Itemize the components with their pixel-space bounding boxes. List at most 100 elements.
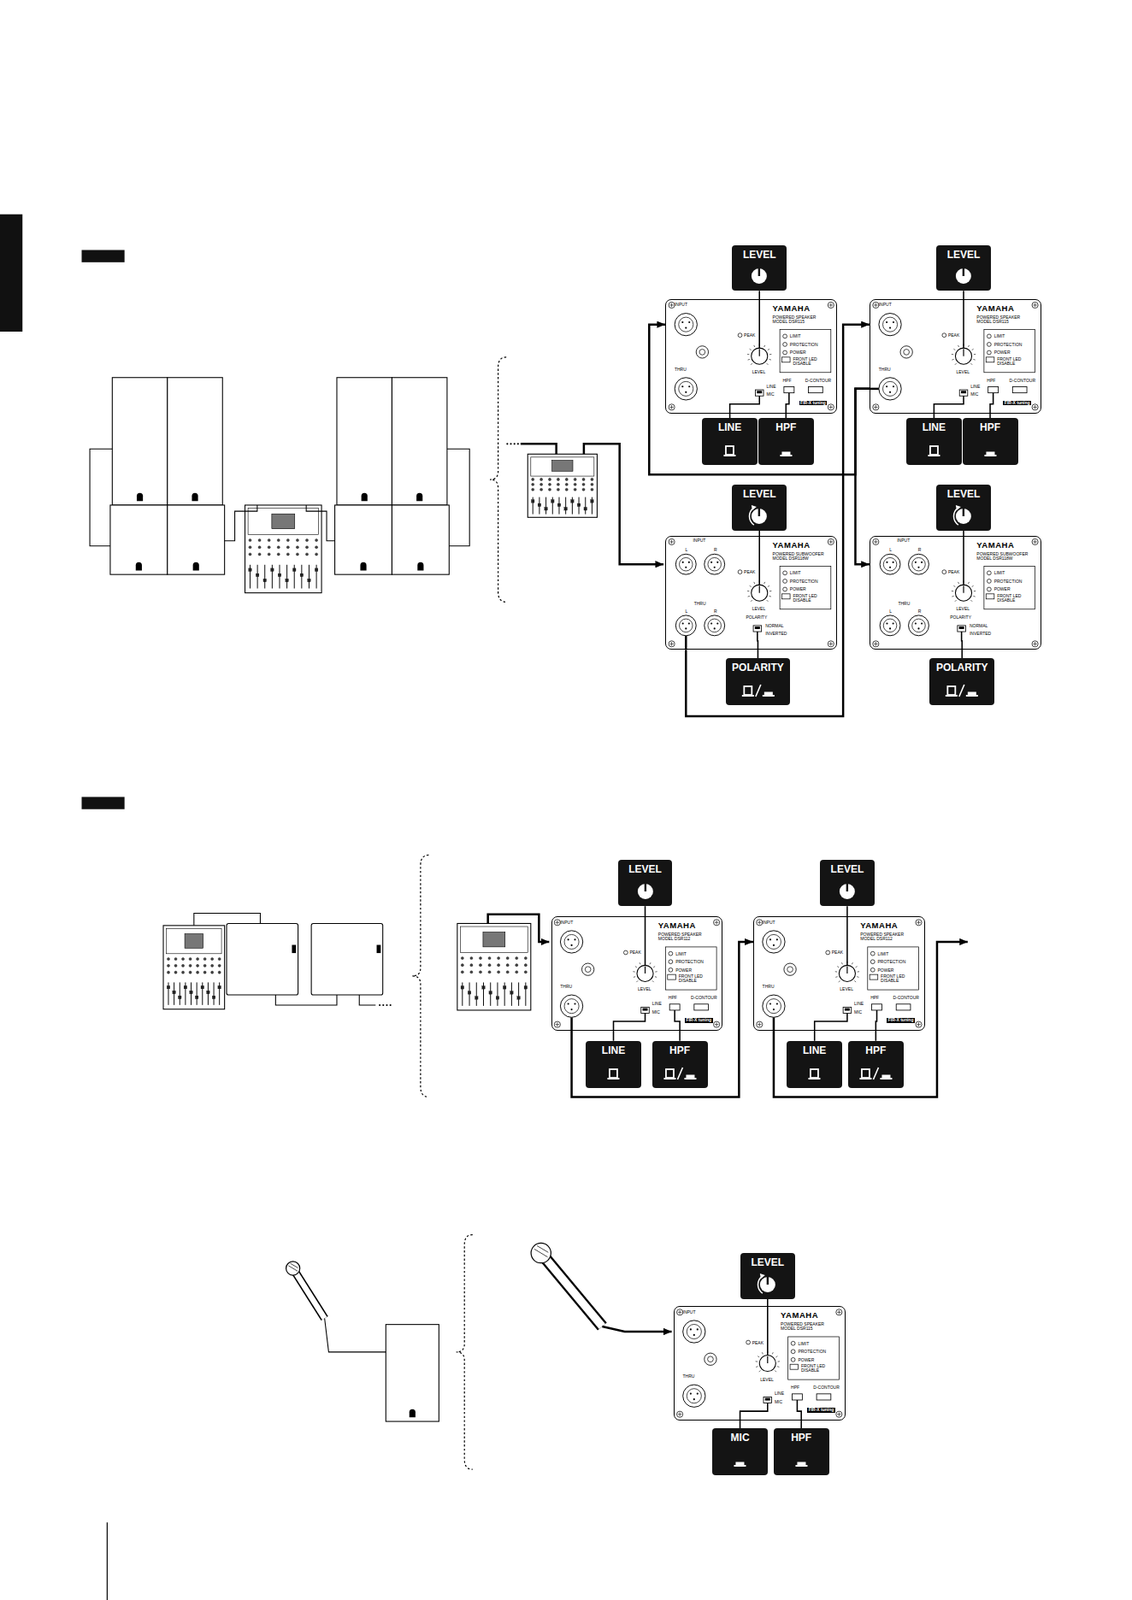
knob-tick [759, 1370, 761, 1373]
screw-slot [830, 303, 832, 308]
xlr-pin [684, 327, 687, 330]
panel-label: POWERED SPEAKER MODEL DSR115 [976, 315, 1034, 325]
speaker-cabinet [335, 505, 393, 575]
mixer-knob [305, 546, 308, 549]
xlr-jack [878, 377, 902, 401]
mixer-knob [286, 546, 289, 549]
mixer-knob [181, 964, 184, 967]
xlr-jack [560, 995, 583, 1018]
panel-label: FIR-X tuning [1002, 400, 1032, 406]
speaker-cabinet [110, 505, 168, 575]
fader-cap [510, 991, 514, 996]
knob-tick [772, 1352, 773, 1355]
phone-jack [704, 1353, 717, 1366]
leader-line [962, 530, 965, 585]
knob-tick [855, 966, 858, 968]
cable [773, 942, 968, 1097]
continuation-dot [389, 1004, 392, 1007]
mixer-screen [184, 934, 203, 950]
xlr-pin [920, 561, 923, 564]
fader-cap [200, 985, 205, 990]
knob-tick [636, 980, 638, 983]
mixer-fader [496, 982, 498, 1006]
xlr-pin [776, 1002, 779, 1005]
knob-pointer [759, 348, 761, 356]
xlr-pin [889, 391, 891, 394]
icon-switch-down [736, 1462, 745, 1467]
xlr-jack [683, 1385, 706, 1408]
knob-tick [972, 359, 975, 361]
cabinet-front [335, 505, 393, 575]
mixer-knob [258, 538, 261, 542]
knob-tick [972, 585, 974, 587]
xlr-jack [560, 931, 583, 954]
panel-label: YAMAHA [772, 541, 811, 550]
leader-line [961, 631, 963, 659]
continuation-dot [382, 1004, 384, 1007]
indicator-led [783, 571, 788, 576]
mixer-knob [470, 956, 473, 960]
panel-label: LEVEL [839, 987, 854, 992]
knob-tick [769, 595, 772, 598]
xlr-jack [879, 554, 901, 575]
mixer-knob [506, 956, 509, 960]
panel-label: POLARITY [746, 615, 768, 620]
cabinet-logo [135, 562, 142, 572]
panel-label: MIC [774, 1400, 783, 1405]
icon-switch-up [609, 1069, 618, 1079]
panel-label: PROTECTION [994, 579, 1023, 584]
panel-label: PROTECTION [994, 342, 1023, 348]
mixer-knob [315, 546, 319, 549]
icon-pointer [758, 268, 761, 277]
cabinet-front [391, 505, 449, 575]
xlr-pin [914, 622, 917, 625]
peak-led [737, 333, 743, 338]
screw [827, 538, 834, 545]
icon-knob [751, 268, 767, 284]
indicator-led [986, 342, 991, 348]
switch-icon [725, 678, 791, 703]
xlr-pin [892, 561, 895, 564]
xlr-pin [573, 938, 576, 941]
dcontour-switch [816, 1394, 832, 1401]
callout-label: MIC [712, 1432, 768, 1445]
panel-label: INVERTED [765, 631, 787, 637]
xlr-jack [675, 615, 696, 637]
panel-label: MIC [854, 1010, 862, 1015]
xlr-socket [686, 1324, 702, 1339]
icon-switch-down [881, 1074, 891, 1079]
panel-label: FRONT LED DISABLE [792, 594, 830, 604]
switch-icon [652, 1061, 708, 1086]
mixer-knob [548, 483, 551, 486]
microphone [286, 1261, 325, 1320]
leader-line [674, 1010, 680, 1042]
speaker-side [226, 923, 299, 996]
knob-tick [972, 595, 975, 598]
switch-lever [959, 626, 965, 630]
xlr-pin [682, 561, 684, 564]
fader-cap [177, 996, 182, 1000]
xlr-pin [920, 622, 923, 625]
xlr-jack [908, 615, 930, 637]
fader-cap [524, 986, 528, 991]
panel-label: PEAK [831, 950, 844, 956]
mixer-fader [286, 565, 288, 590]
screw-slot [875, 642, 877, 647]
signal-cable [571, 942, 754, 1097]
xlr-pin [716, 561, 719, 564]
knob-tick [755, 1361, 758, 1362]
callout-box: HPF [773, 1428, 830, 1476]
icon-turn-head [751, 505, 757, 511]
panel-label: YAMAHA [976, 541, 1015, 550]
screw-slot [556, 920, 558, 926]
fader-cap [292, 568, 296, 572]
screw [554, 1021, 561, 1028]
icon-base [779, 454, 792, 457]
mixer-knob [211, 957, 214, 961]
screw [1031, 641, 1038, 648]
indicator-led [668, 967, 673, 973]
icon-pointer [846, 884, 849, 892]
panel-label: FRONT LED DISABLE [996, 594, 1034, 604]
screw-slot [918, 920, 920, 926]
